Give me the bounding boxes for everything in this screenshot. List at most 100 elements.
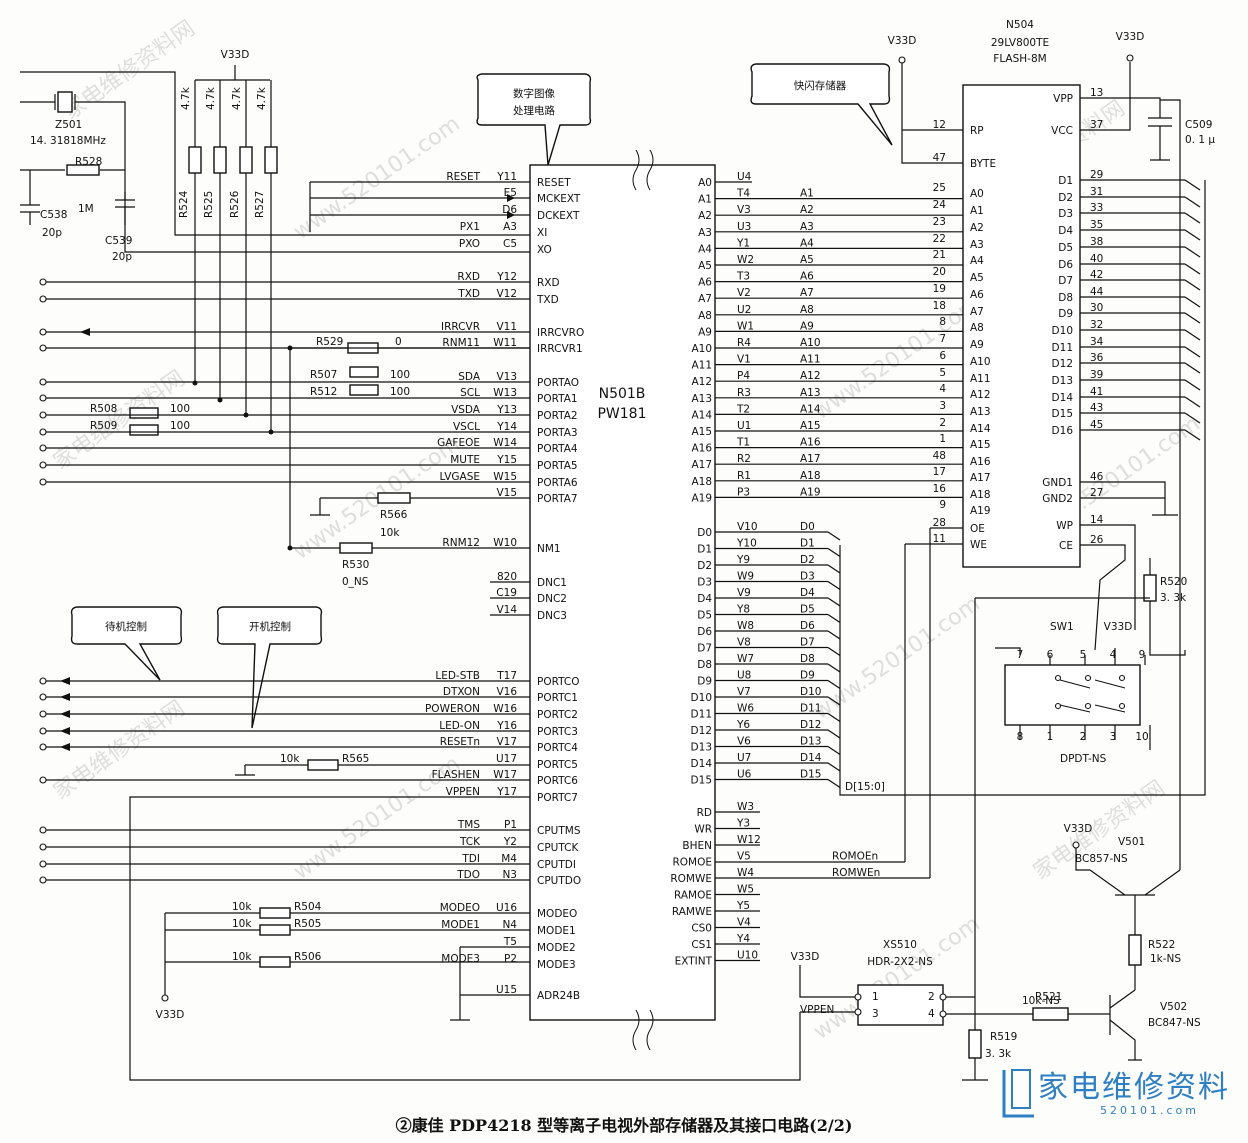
- v501-transistor: [1075, 99, 1181, 935]
- net-tck: TCK: [459, 836, 481, 848]
- callout-image-proc: [476, 73, 592, 166]
- data-net-d7: D7: [800, 637, 815, 649]
- r507-resistor: [349, 366, 379, 378]
- n504-pinnum-2: 2: [939, 417, 946, 429]
- n501-pin-bhen: BHEN: [682, 840, 712, 852]
- net-led-stb: LED-STB: [435, 670, 480, 682]
- terminal-30: [39, 843, 47, 851]
- n501-pin-ramwe: RAMWE: [672, 906, 712, 918]
- n501-pinnum-r4: R4: [737, 337, 751, 349]
- n504-pinnum-4: 4: [939, 383, 946, 395]
- r506-value: 10k: [232, 951, 252, 963]
- n501-pinnum-c19: C19: [496, 587, 517, 599]
- c538-cap: [20, 170, 40, 225]
- c538-value: 20p: [42, 227, 62, 239]
- n501-pin-adr24b: ADR24B: [537, 990, 580, 1002]
- n504-pinnum-45: 45: [1090, 419, 1103, 431]
- data-wire-bend: [827, 729, 841, 739]
- watermark-text: www.520101.com: [809, 291, 985, 424]
- r525-resistor: [213, 146, 227, 174]
- pullup-value-1: 4.7k: [205, 86, 217, 110]
- n501-pinnum-p4: P4: [737, 370, 750, 382]
- xs510-pin-4: 4: [928, 1008, 935, 1020]
- n504-pinnum-8: 8: [939, 316, 946, 328]
- n504-pin-a8: A8: [970, 322, 984, 334]
- r508-ref: R508: [90, 403, 117, 415]
- n504-data-bend: [1184, 346, 1201, 358]
- n501-pinnum-y1: Y1: [736, 237, 750, 249]
- n501-pin-d10: D10: [691, 692, 712, 704]
- n504-data-bend: [1184, 379, 1201, 391]
- terminal-24: [39, 727, 47, 735]
- net-rnm11: RNM11: [442, 337, 480, 349]
- logo-text: 家电维修资料: [1038, 1070, 1230, 1105]
- net-scl: SCL: [460, 387, 480, 399]
- sw1-pin-bot-1: 1: [1047, 731, 1054, 743]
- callout-image-proc-line1: 数字图像: [513, 87, 555, 100]
- n504-pin-d6: D6: [1058, 259, 1073, 271]
- data-wire-bend: [827, 647, 841, 656]
- r508-value: 100: [170, 403, 190, 415]
- n501-pinnum-u15: U15: [496, 984, 517, 996]
- n501-break-top: [632, 149, 654, 191]
- n501-pin-a9: A9: [698, 326, 712, 338]
- n501-pinnum-w11: W11: [493, 337, 517, 349]
- r566-value: 10k: [380, 527, 400, 539]
- n501-pin-d0: D0: [697, 527, 712, 539]
- n504-pin-a9: A9: [970, 339, 984, 351]
- n504-ref: N504: [1006, 19, 1034, 31]
- n501-pinnum-t2: T2: [736, 403, 750, 415]
- addr-net-a2: A2: [800, 204, 814, 216]
- n501-pin-cputdo: CPUTDO: [537, 875, 581, 887]
- r565-ref: R565: [342, 753, 369, 765]
- n501-pin-portc7: PORTC7: [537, 792, 578, 804]
- r520-resistor: [1143, 574, 1157, 602]
- net-flashen: FLASHEN: [432, 769, 480, 781]
- data-net-d15: D15: [800, 769, 821, 781]
- net-mode1: MODE1: [441, 919, 480, 931]
- r528-value: 1M: [78, 203, 94, 215]
- n501-part: PW181: [597, 406, 646, 422]
- n501-pinnum-v10: V10: [737, 521, 758, 533]
- r506-ref: R506: [294, 951, 322, 963]
- r512-value: 100: [390, 386, 410, 398]
- addr-net-a1: A1: [800, 188, 814, 200]
- n501-pin-extint: EXTINT: [675, 956, 713, 968]
- n501-pin-mckext: MCKEXT: [537, 193, 581, 205]
- r504-value: 10k: [232, 901, 252, 913]
- callout-flash-text: 快闪存储器: [794, 79, 847, 92]
- n504-data-bend: [1184, 279, 1201, 291]
- n501-pinnum-u6: U6: [737, 769, 752, 781]
- schematic-drawing: 家电维修资料网www.520101.com家电维修资料网www.520101.c…: [20, 16, 1215, 1081]
- n501-ref: N501B: [599, 386, 646, 402]
- n504-pinnum-29: 29: [1090, 169, 1103, 181]
- n501-pin-a13: A13: [691, 393, 712, 405]
- n501-pinnum-r3: R3: [737, 387, 751, 399]
- n504-data-bend: [1184, 263, 1201, 275]
- n504-data-bend: [1184, 296, 1201, 308]
- addr-net-a8: A8: [800, 304, 814, 316]
- n501-pinnum-y3: Y3: [736, 818, 750, 830]
- n501-pin-modeo: MODEO: [537, 908, 577, 920]
- n501-pin-portao: PORTAO: [537, 377, 579, 389]
- xs510-terminal-2: [939, 993, 947, 1001]
- n501-pinnum-v17: V17: [496, 736, 517, 748]
- n501-pinnum-c5: C5: [503, 238, 517, 250]
- n501-break-bottom: [632, 1009, 654, 1051]
- n501-pin-d9: D9: [697, 676, 712, 688]
- terminal-22: [39, 693, 47, 701]
- r520-ref: R520: [1160, 576, 1187, 588]
- n501-pinnum-u1: U1: [737, 420, 751, 432]
- n501-pin-a4: A4: [698, 243, 712, 255]
- n504-pinnum-47: 47: [933, 152, 946, 164]
- n504-pin-a10: A10: [970, 356, 991, 368]
- net-resetn: RESETn: [440, 736, 480, 748]
- c509-ref: C509: [1185, 119, 1212, 131]
- n501-pinnum-y17: Y17: [496, 786, 517, 798]
- addr-net-a12: A12: [800, 370, 821, 382]
- n504-pin-vpp: VPP: [1053, 93, 1073, 105]
- sw1-pin-top-6: 6: [1047, 649, 1054, 661]
- r521-resistor: [1032, 1007, 1069, 1021]
- r508-resistor: [129, 407, 159, 419]
- n504-pinnum-7: 7: [939, 333, 946, 345]
